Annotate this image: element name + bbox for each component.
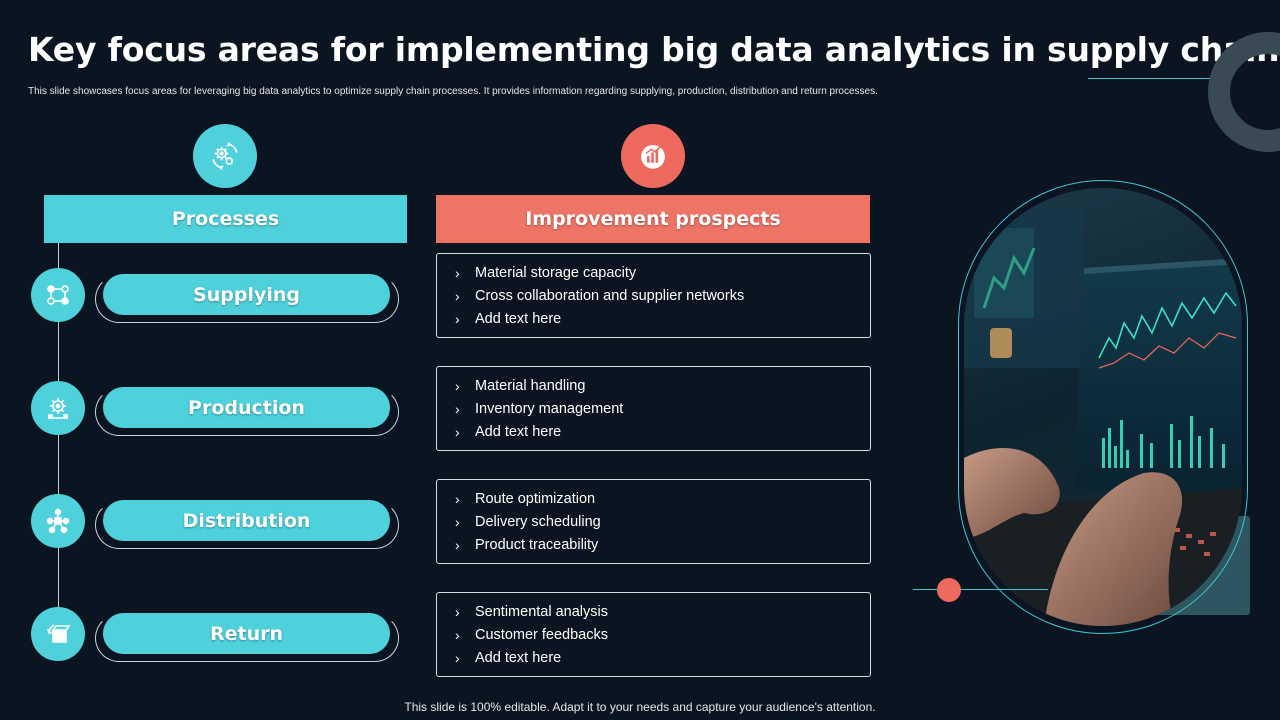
list-item: ›Add text here bbox=[455, 647, 870, 670]
list-item: ›Delivery scheduling bbox=[455, 511, 870, 534]
prospects-box-production: ›Material handling ›Inventory management… bbox=[436, 366, 871, 451]
chevron-right-icon: › bbox=[455, 288, 460, 304]
chevron-right-icon: › bbox=[455, 491, 460, 507]
prospects-box-supplying: ›Material storage capacity ›Cross collab… bbox=[436, 253, 871, 338]
list-item: ›Material handling bbox=[455, 375, 870, 398]
process-return: Return bbox=[103, 613, 390, 654]
timeline-line bbox=[58, 243, 59, 633]
page-title: Key focus areas for implementing big dat… bbox=[28, 30, 1280, 69]
prospects-box-distribution: ›Route optimization ›Delivery scheduling… bbox=[436, 479, 871, 564]
pill-outline bbox=[95, 388, 399, 436]
list-item: ›Product traceability bbox=[455, 534, 870, 557]
title-divider bbox=[1088, 78, 1213, 79]
photo-frame bbox=[958, 180, 1248, 634]
list-item: ›Route optimization bbox=[455, 488, 870, 511]
pill-outline bbox=[95, 501, 399, 549]
accent-line bbox=[913, 589, 1048, 590]
chevron-right-icon: › bbox=[455, 604, 460, 620]
chevron-right-icon: › bbox=[455, 424, 460, 440]
gears-cycle-icon bbox=[193, 124, 257, 188]
page-subtitle: This slide showcases focus areas for lev… bbox=[28, 86, 878, 97]
chevron-right-icon: › bbox=[455, 627, 460, 643]
chevron-right-icon: › bbox=[455, 537, 460, 553]
list-item: ›Inventory management bbox=[455, 398, 870, 421]
network-icon bbox=[31, 268, 85, 322]
chevron-right-icon: › bbox=[455, 265, 460, 281]
footer-note: This slide is 100% editable. Adapt it to… bbox=[404, 700, 876, 714]
pill-outline bbox=[95, 275, 399, 323]
chevron-right-icon: › bbox=[455, 401, 460, 417]
analytics-chart-icon bbox=[621, 124, 685, 188]
chevron-right-icon: › bbox=[455, 311, 460, 327]
return-box-icon bbox=[31, 607, 85, 661]
distribution-people-icon bbox=[31, 494, 85, 548]
list-item: ›Add text here bbox=[455, 308, 870, 331]
accent-dot bbox=[937, 578, 961, 602]
process-distribution: Distribution bbox=[103, 500, 390, 541]
process-production: Production bbox=[103, 387, 390, 428]
process-supplying: Supplying bbox=[103, 274, 390, 315]
prospects-box-return: ›Sentimental analysis ›Customer feedback… bbox=[436, 592, 871, 677]
laptop-analytics-photo bbox=[964, 188, 1242, 626]
chevron-right-icon: › bbox=[455, 650, 460, 666]
processes-header: Processes bbox=[44, 195, 407, 243]
improvement-prospects-header: Improvement prospects bbox=[436, 195, 870, 243]
list-item: ›Cross collaboration and supplier networ… bbox=[455, 285, 870, 308]
chevron-right-icon: › bbox=[455, 514, 460, 530]
pill-outline bbox=[95, 614, 399, 662]
list-item: ›Sentimental analysis bbox=[455, 601, 870, 624]
factory-gear-icon bbox=[31, 381, 85, 435]
list-item: ›Material storage capacity bbox=[455, 262, 870, 285]
list-item: ›Add text here bbox=[455, 421, 870, 444]
list-item: ›Customer feedbacks bbox=[455, 624, 870, 647]
chevron-right-icon: › bbox=[455, 378, 460, 394]
